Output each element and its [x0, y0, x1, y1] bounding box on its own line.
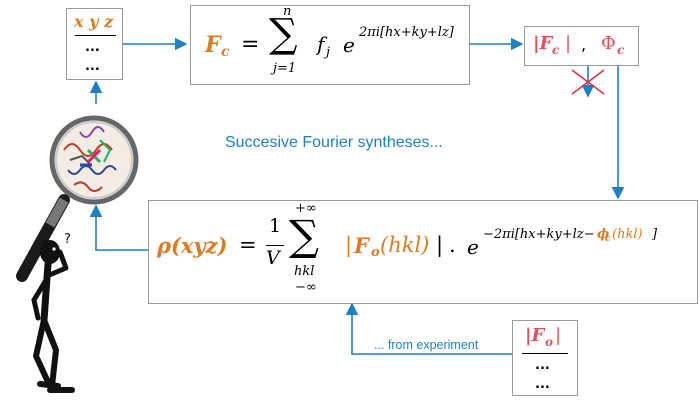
phase-comma: ,	[581, 35, 587, 54]
rho-fo-args: (hkl)	[380, 233, 430, 257]
fc-sum-upper: n	[283, 4, 292, 19]
fo-table-row: ...	[535, 377, 550, 392]
rho-exponent-phi-sub: c	[605, 234, 611, 244]
xyz-table-row: ...	[85, 59, 100, 74]
phase-modulus-close: |	[565, 33, 572, 54]
fc-sum-lower: j=1	[273, 61, 297, 76]
phase-modulus: |F	[533, 33, 553, 54]
rho-sum-lower-inf: −∞	[295, 280, 317, 295]
fc-term-sub: j	[326, 45, 331, 60]
fc-exp-base: e	[343, 33, 355, 57]
fo-table-header-sub: o	[545, 335, 554, 349]
rho-exponent-phi: ϕ	[597, 227, 610, 242]
rho-fo-close: |	[436, 233, 444, 257]
arrow-rho-to-left	[89, 204, 148, 251]
xyz-table-row: ...	[85, 40, 100, 55]
rho-sum-sign: ∑	[289, 211, 319, 260]
center-label: Succesive Fourier syntheses...	[225, 134, 443, 151]
fo-table-header-close: |	[555, 325, 562, 346]
rho-formula-box: ρ(xyz) = 1 V +∞ ∑ hkl −∞ | F o (hkl) | .…	[148, 200, 698, 304]
rho-sum-lower-hkl: hkl	[294, 264, 315, 279]
rho-fo: F	[354, 233, 369, 258]
xyz-table-header: x y z	[74, 12, 114, 31]
fc-sum-sign: ∑	[269, 11, 298, 57]
fo-table-rule	[522, 353, 568, 354]
rho-frac-den: V	[266, 247, 280, 269]
phase-phi-sub: c	[617, 43, 625, 57]
fc-lhs-sub: c	[221, 44, 230, 60]
rho-fo-sub: o	[371, 245, 380, 260]
xyz-table-rule	[75, 35, 116, 36]
rho-fo-open: |	[345, 233, 353, 257]
phase-phi: Φ	[601, 33, 616, 54]
rho-frac-line	[266, 245, 284, 246]
rho-equals: =	[239, 233, 257, 257]
question-mark-icon: ?	[64, 232, 71, 247]
fc-equals: =	[241, 32, 260, 57]
fo-table: |F o | ... ...	[512, 320, 578, 396]
rho-frac-num: 1	[269, 215, 282, 237]
fc-lhs: F	[205, 32, 221, 58]
rho-exponent-main: −2πi[hx+ky+lz−	[483, 227, 595, 242]
rho-lhs: ρ(xyz)	[157, 233, 228, 258]
rho-exponent-close: ]	[652, 227, 658, 242]
phase-box: |F c | , Φ c	[524, 26, 639, 66]
arrow-experiment	[345, 302, 512, 355]
fc-exponent: 2πi[hx+ky+lz]	[359, 25, 454, 40]
cross-icon	[571, 69, 605, 95]
fo-table-header: |F	[525, 325, 545, 346]
phase-modulus-sub: c	[552, 43, 560, 57]
xyz-table: x y z ... ...	[66, 8, 123, 80]
rho-dot: .	[449, 233, 456, 257]
rho-sum-upper: +∞	[295, 201, 317, 216]
fo-table-row: ...	[535, 358, 550, 373]
fc-term: f	[317, 32, 325, 56]
rho-exp-base: e	[467, 235, 479, 259]
rho-exponent-phi-args: (hkl)	[612, 227, 643, 242]
fc-formula-box: F c = n ∑ j=1 f j e 2πi[hx+ky+lz]	[190, 4, 470, 85]
experiment-label: ... from experiment	[374, 338, 479, 352]
